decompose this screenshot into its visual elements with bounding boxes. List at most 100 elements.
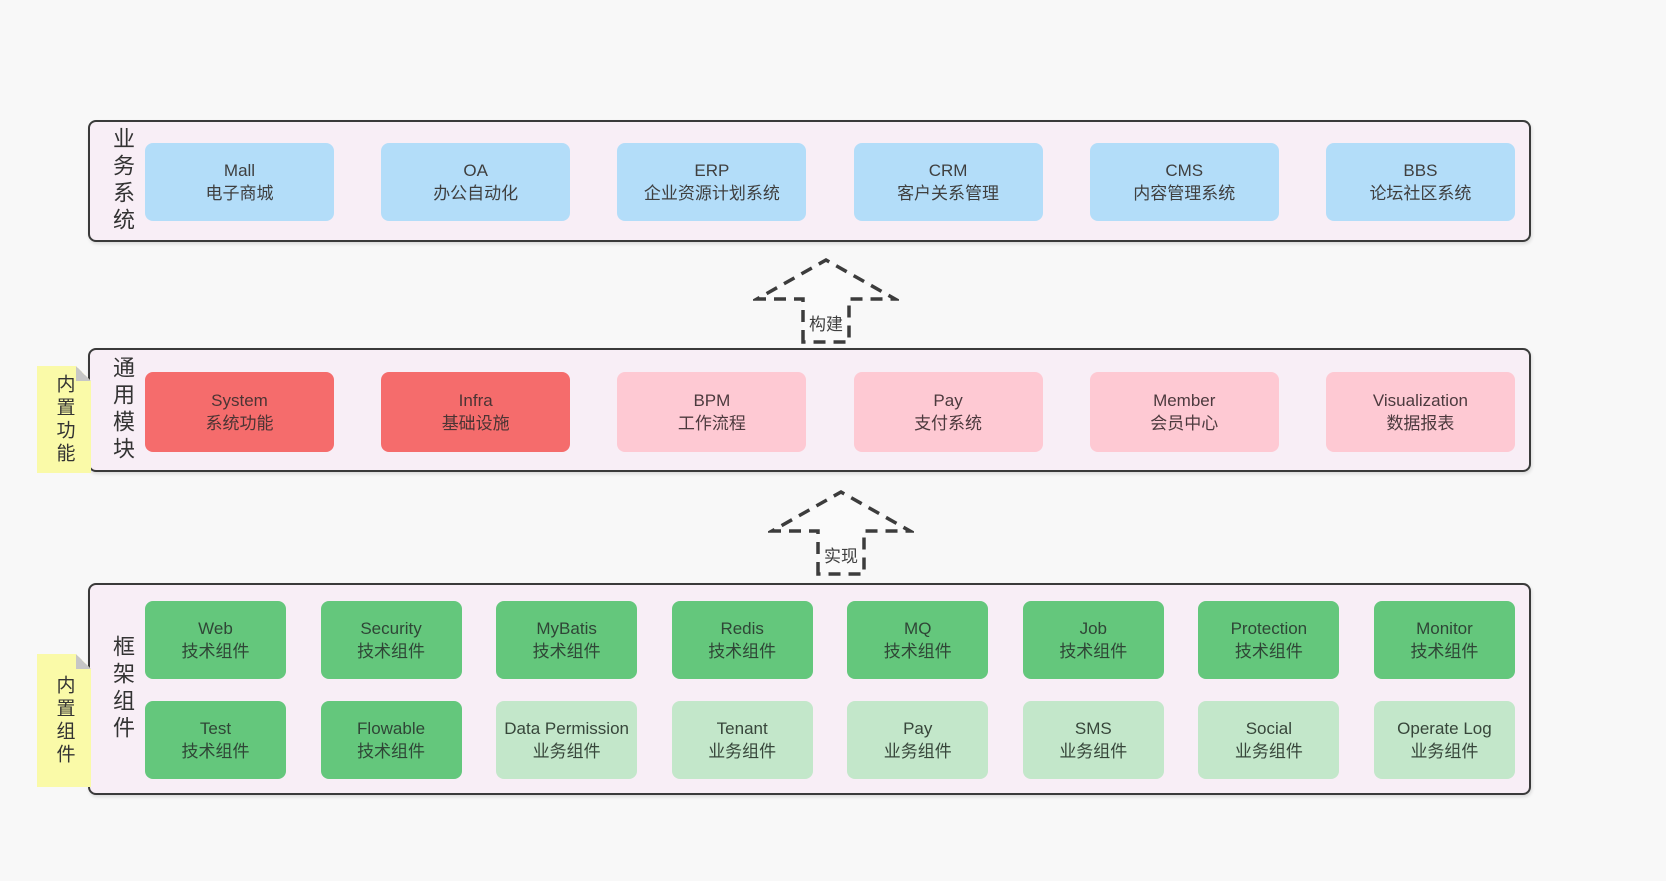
node-subtitle: 业务组件 bbox=[532, 742, 601, 761]
node-subtitle: 业务组件 bbox=[1234, 742, 1303, 761]
node-subtitle: 业务组件 bbox=[1410, 742, 1479, 761]
node-bpm: BPM 工作流程 bbox=[617, 372, 807, 452]
node-subtitle: 技术组件 bbox=[1059, 642, 1128, 661]
node-title: Flowable bbox=[357, 718, 426, 738]
node-subtitle: 客户关系管理 bbox=[897, 184, 1000, 203]
node-title: Operate Log bbox=[1397, 718, 1492, 738]
node-title: BBS bbox=[1403, 160, 1438, 180]
node-subtitle: 论坛社区系统 bbox=[1369, 184, 1472, 203]
node-subtitle: 会员中心 bbox=[1150, 414, 1219, 433]
business-systems-label: 业务系统 bbox=[110, 127, 135, 235]
node-infra: Infra 基础设施 bbox=[381, 372, 571, 452]
node-monitor: Monitor 技术组件 bbox=[1373, 601, 1515, 679]
node-erp: ERP 企业资源计划系统 bbox=[617, 143, 807, 221]
node-crm: CRM 客户关系管理 bbox=[853, 143, 1043, 221]
node-title: Security bbox=[360, 618, 422, 638]
node-title: Infra bbox=[458, 390, 493, 410]
node-visualization: Visualization 数据报表 bbox=[1325, 372, 1515, 452]
note-label: 内置组件 bbox=[53, 674, 75, 767]
framework-components-label: 框架组件 bbox=[110, 635, 135, 743]
up-arrow-shape bbox=[768, 489, 914, 576]
node-title: Redis bbox=[720, 618, 764, 638]
node-title: Tenant bbox=[716, 718, 768, 738]
implement-arrow: 实现 bbox=[768, 488, 914, 576]
built-in-features-note: 内置功能 bbox=[37, 366, 91, 473]
node-subtitle: 企业资源计划系统 bbox=[643, 184, 780, 203]
node-test: Test 技术组件 bbox=[145, 701, 286, 779]
common-modules-layer: 通用模块 System 系统功能 Infra 基础设施 BPM 工作流程 Pay… bbox=[88, 348, 1531, 472]
node-job: Job 技术组件 bbox=[1022, 601, 1164, 679]
built-in-components-note: 内置组件 bbox=[37, 654, 91, 787]
node-title: Job bbox=[1079, 618, 1108, 638]
business-systems-layer: 业务系统 Mall 电子商城 OA 办公自动化 ERP 企业资源计划系统 CRM… bbox=[88, 120, 1531, 242]
node-pay-component: Pay 业务组件 bbox=[847, 701, 989, 779]
node-title: Protection bbox=[1230, 618, 1308, 638]
node-title: Pay bbox=[933, 390, 963, 410]
node-title: CMS bbox=[1165, 160, 1204, 180]
node-tenant: Tenant 业务组件 bbox=[671, 701, 813, 779]
node-cms: CMS 内容管理系统 bbox=[1089, 143, 1279, 221]
node-title: Test bbox=[199, 718, 232, 738]
node-subtitle: 业务组件 bbox=[708, 742, 777, 761]
node-subtitle: 技术组件 bbox=[181, 742, 250, 761]
node-subtitle: 技术组件 bbox=[1410, 642, 1479, 661]
node-title: OA bbox=[463, 160, 488, 180]
node-subtitle: 技术组件 bbox=[181, 642, 250, 661]
node-title: Mall bbox=[223, 160, 256, 180]
node-mq: MQ 技术组件 bbox=[847, 601, 989, 679]
node-data-permission: Data Permission 业务组件 bbox=[496, 701, 638, 779]
node-social: Social 业务组件 bbox=[1198, 701, 1340, 779]
node-title: MyBatis bbox=[536, 618, 597, 638]
build-arrow: 构建 bbox=[753, 256, 899, 344]
node-subtitle: 技术组件 bbox=[357, 642, 426, 661]
node-operate-log: Operate Log 业务组件 bbox=[1373, 701, 1515, 779]
node-title: Member bbox=[1153, 390, 1216, 410]
node-subtitle: 技术组件 bbox=[883, 642, 952, 661]
node-subtitle: 技术组件 bbox=[357, 742, 426, 761]
node-redis: Redis 技术组件 bbox=[671, 601, 813, 679]
node-subtitle: 业务组件 bbox=[883, 742, 952, 761]
node-title: CRM bbox=[928, 160, 968, 180]
node-title: Monitor bbox=[1416, 618, 1473, 638]
node-mybatis: MyBatis 技术组件 bbox=[496, 601, 638, 679]
node-subtitle: 内容管理系统 bbox=[1133, 184, 1236, 203]
business-systems-row: Mall 电子商城 OA 办公自动化 ERP 企业资源计划系统 CRM 客户关系… bbox=[145, 143, 1515, 221]
node-subtitle: 基础设施 bbox=[441, 414, 510, 433]
framework-row-1: Web 技术组件 Security 技术组件 MyBatis 技术组件 Redi… bbox=[145, 601, 1515, 679]
node-mall: Mall 电子商城 bbox=[145, 143, 334, 221]
node-subtitle: 电子商城 bbox=[205, 184, 274, 203]
node-subtitle: 办公自动化 bbox=[433, 184, 519, 203]
node-title: Web bbox=[198, 618, 233, 638]
node-subtitle: 技术组件 bbox=[532, 642, 601, 661]
node-protection: Protection 技术组件 bbox=[1198, 601, 1340, 679]
node-sms: SMS 业务组件 bbox=[1022, 701, 1164, 779]
node-subtitle: 工作流程 bbox=[677, 414, 746, 433]
node-title: MQ bbox=[904, 618, 932, 638]
node-subtitle: 技术组件 bbox=[708, 642, 777, 661]
framework-components-layer: 框架组件 Web 技术组件 Security 技术组件 MyBatis 技术组件… bbox=[88, 583, 1531, 795]
common-modules-label: 通用模块 bbox=[110, 356, 135, 464]
node-oa: OA 办公自动化 bbox=[381, 143, 571, 221]
node-title: Data Permission bbox=[504, 718, 629, 738]
common-modules-row: System 系统功能 Infra 基础设施 BPM 工作流程 Pay 支付系统… bbox=[145, 372, 1515, 452]
node-title: Visualization bbox=[1372, 390, 1468, 410]
node-subtitle: 支付系统 bbox=[914, 414, 983, 433]
node-title: Pay bbox=[903, 718, 933, 738]
node-flowable: Flowable 技术组件 bbox=[320, 701, 462, 779]
node-member: Member 会员中心 bbox=[1089, 372, 1279, 452]
node-pay-system: Pay 支付系统 bbox=[853, 372, 1043, 452]
build-arrow-label: 构建 bbox=[806, 310, 846, 335]
up-arrow-shape bbox=[753, 257, 899, 344]
node-subtitle: 技术组件 bbox=[1234, 642, 1303, 661]
implement-arrow-label: 实现 bbox=[821, 542, 861, 567]
node-title: Social bbox=[1245, 718, 1293, 738]
node-system: System 系统功能 bbox=[145, 372, 334, 452]
node-title: SMS bbox=[1074, 718, 1112, 738]
framework-row-2: Test 技术组件 Flowable 技术组件 Data Permission … bbox=[145, 701, 1515, 779]
node-subtitle: 数据报表 bbox=[1386, 414, 1455, 433]
node-web: Web 技术组件 bbox=[145, 601, 286, 679]
node-security: Security 技术组件 bbox=[320, 601, 462, 679]
node-subtitle: 系统功能 bbox=[205, 414, 274, 433]
node-title: System bbox=[211, 390, 268, 410]
node-title: ERP bbox=[694, 160, 730, 180]
